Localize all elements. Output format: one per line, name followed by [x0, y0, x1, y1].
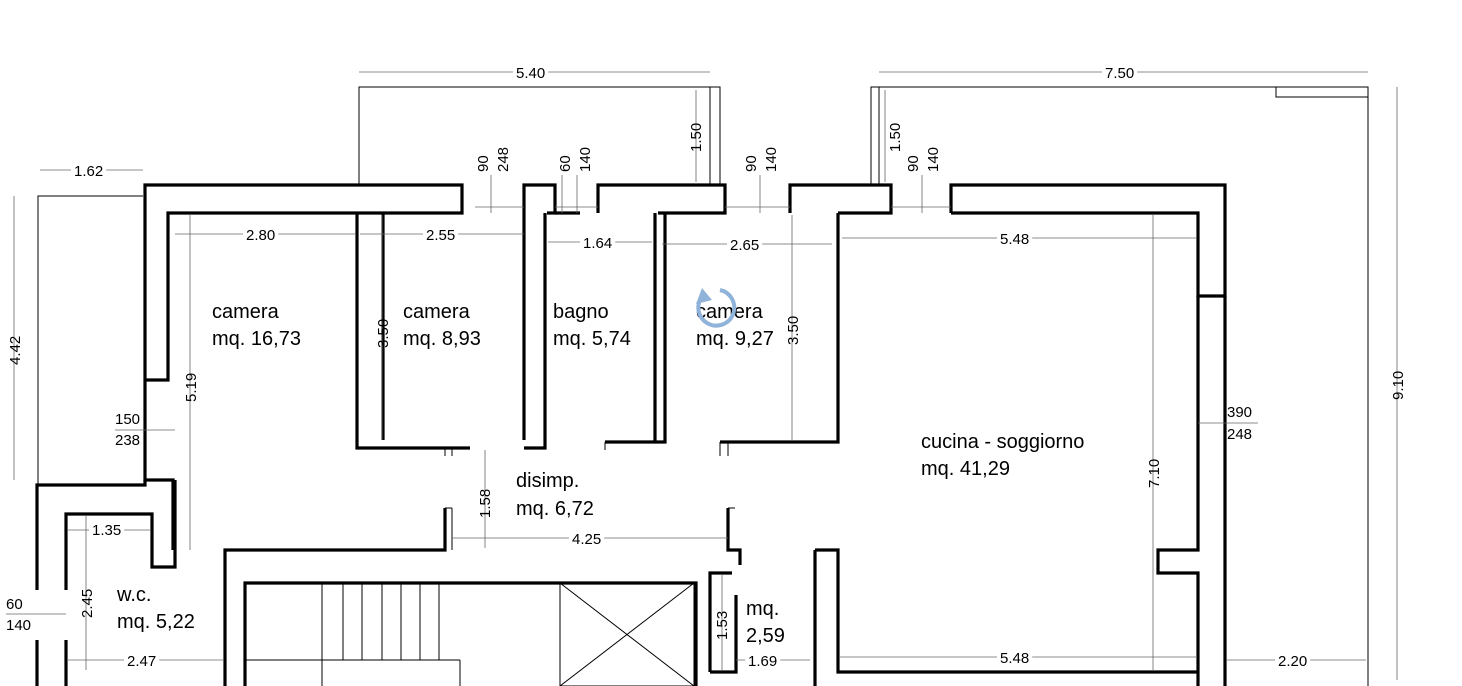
dimension-label-backdrop	[89, 522, 125, 539]
opening-4-top: 90	[905, 155, 922, 172]
room-labels: camera mq. 16,73 camera mq. 8,93 bagno m…	[116, 301, 1084, 647]
terrace-left	[358, 86, 721, 184]
dim-2-65: 2.65	[730, 237, 759, 254]
opening-1-bottom: 248	[495, 147, 512, 172]
dim-2-45: 2.45	[79, 589, 96, 618]
dimension-labels: 5.40 7.50 1.62 4.42 9.10 2.80 2.55 1.64 …	[7, 65, 1407, 670]
opening-labels: 90 248 60 140 90 140 90 140 150 238 390 …	[6, 147, 1252, 634]
room-name-cucina: cucina - soggiorno	[921, 431, 1084, 453]
dimension-label-backdrop	[124, 653, 160, 670]
door-jambs	[444, 442, 735, 550]
dim-5-48-top: 5.48	[1000, 231, 1029, 248]
dim-9-10: 9.10	[1390, 371, 1407, 400]
dimension-label-backdrop	[580, 235, 616, 252]
dimension-label-backdrop	[727, 237, 763, 254]
dim-1-69: 1.69	[748, 653, 777, 670]
opening-7-bottom: 140	[6, 617, 31, 634]
staircase	[245, 583, 461, 686]
dimension-label-backdrop	[1275, 653, 1311, 670]
dim-2-80: 2.80	[246, 227, 275, 244]
opening-7-top: 60	[6, 596, 23, 613]
room-name-disimp: disimp.	[516, 470, 579, 492]
dimension-label-backdrop	[243, 227, 279, 244]
room-name-wc: w.c.	[116, 584, 151, 606]
room-name-bagno: bagno	[553, 301, 609, 323]
dim-1-58: 1.58	[477, 489, 494, 518]
opening-5-top: 150	[115, 411, 140, 428]
dimension-label-backdrop	[71, 163, 107, 180]
room-area-small: 2,59	[746, 625, 785, 647]
room-area-camera-1: mq. 16,73	[212, 328, 301, 350]
dim-1-64: 1.64	[583, 235, 612, 252]
dim-1-35: 1.35	[92, 522, 121, 539]
room-area-camera-3: mq. 9,27	[696, 328, 774, 350]
room-name-camera-1: camera	[212, 301, 280, 323]
room-area-wc: mq. 5,22	[117, 611, 195, 633]
dim-2-55: 2.55	[426, 227, 455, 244]
room-area-bagno: mq. 5,74	[553, 328, 631, 350]
opening-2-bottom: 140	[577, 147, 594, 172]
terrace-right	[870, 86, 1369, 686]
dim-3-50-a: 3.50	[375, 319, 392, 348]
dimension-label-backdrop	[1102, 65, 1138, 82]
room-area-disimp: mq. 6,72	[516, 498, 594, 520]
opening-2-top: 60	[557, 155, 574, 172]
dim-3-50-b: 3.50	[785, 316, 802, 345]
opening-5-bottom: 238	[115, 432, 140, 449]
opening-3-top: 90	[743, 155, 760, 172]
opening-6-bottom: 248	[1227, 426, 1252, 443]
walls	[35, 183, 1227, 686]
dimension-label-backdrop	[997, 650, 1033, 667]
opening-4-bottom: 140	[925, 147, 942, 172]
terrace-west	[37, 195, 143, 485]
dimension-label-backdrop	[745, 653, 781, 670]
dim-7-10: 7.10	[1146, 459, 1163, 488]
opening-1-top: 90	[475, 155, 492, 172]
dimension-label-backdrop	[423, 227, 459, 244]
room-name-camera-3: camera	[696, 301, 764, 323]
dim-4-25: 4.25	[572, 531, 601, 548]
dim-7-50: 7.50	[1105, 65, 1134, 82]
dim-1-53: 1.53	[714, 611, 731, 640]
dim-5-40: 5.40	[516, 65, 545, 82]
dimension-lines	[6, 71, 1398, 680]
room-name-camera-2: camera	[403, 301, 471, 323]
dim-5-19: 5.19	[183, 373, 200, 402]
elevator-shaft	[559, 582, 695, 686]
rotate-arrow-icon	[696, 288, 737, 328]
dim-2-47: 2.47	[127, 653, 156, 670]
dimension-label-backdrop	[569, 531, 605, 548]
room-name-small: mq.	[746, 598, 779, 620]
opening-6-top: 390	[1227, 404, 1252, 421]
dimension-label-backdrop	[513, 65, 549, 82]
dim-1-62: 1.62	[74, 163, 103, 180]
dim-1-50-b: 1.50	[887, 123, 904, 152]
dim-5-48-bottom: 5.48	[1000, 650, 1029, 667]
dim-2-20: 2.20	[1278, 653, 1307, 670]
dim-4-42: 4.42	[7, 336, 24, 365]
opening-3-bottom: 140	[763, 147, 780, 172]
room-area-cucina: mq. 41,29	[921, 458, 1010, 480]
dimension-label-backdrop	[997, 231, 1033, 248]
room-area-camera-2: mq. 8,93	[403, 328, 481, 350]
dim-1-50-a: 1.50	[688, 123, 705, 152]
